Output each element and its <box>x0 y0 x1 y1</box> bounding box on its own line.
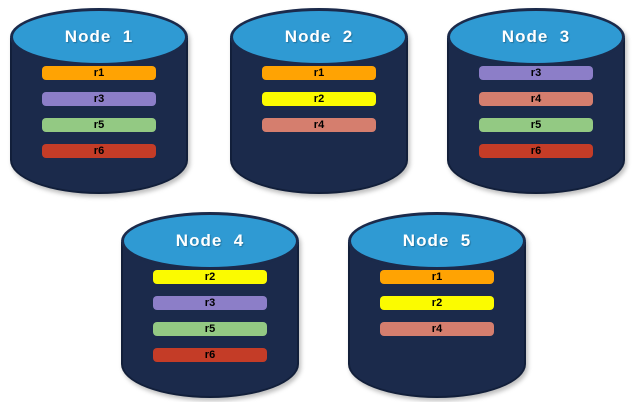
replica-label: r2 <box>431 297 443 309</box>
replica-bar-r3: r3 <box>153 296 267 310</box>
replica-label: r5 <box>204 323 216 335</box>
cylinder-top: Node 5 <box>348 212 526 270</box>
replica-bar-r4: r4 <box>479 92 593 106</box>
replica-list: r1 r2 r4 <box>262 66 376 132</box>
node-title: Node 3 <box>501 27 571 46</box>
node-title: Node 2 <box>284 27 354 46</box>
replica-list: r3 r4 r5 r6 <box>479 66 593 158</box>
node-cylinder-5: Node 5 r1 r2 r4 <box>348 212 526 398</box>
replica-bar-r1: r1 <box>380 270 494 284</box>
node-title: Node 1 <box>64 27 134 46</box>
replica-bar-r3: r3 <box>479 66 593 80</box>
replica-label: r2 <box>313 93 325 105</box>
replica-bar-r3: r3 <box>42 92 156 106</box>
node-cylinder-2: Node 2 r1 r2 r4 <box>230 8 408 194</box>
replica-bar-r2: r2 <box>380 296 494 310</box>
replica-label: r4 <box>313 119 325 131</box>
replica-label: r5 <box>93 119 105 131</box>
node-cylinder-4: Node 4 r2 r3 r5 r6 <box>121 212 299 398</box>
replica-label: r1 <box>431 271 443 283</box>
cylinder-top: Node 1 <box>10 8 188 66</box>
replica-label: r3 <box>93 93 105 105</box>
replica-bar-r6: r6 <box>42 144 156 158</box>
replica-bar-r5: r5 <box>42 118 156 132</box>
node-title: Node 4 <box>175 231 245 250</box>
replica-label: r1 <box>313 67 325 79</box>
replica-label: r3 <box>530 67 542 79</box>
node-cylinder-1: Node 1 r1 r3 r5 r6 <box>10 8 188 194</box>
cylinder-top: Node 3 <box>447 8 625 66</box>
replica-label: r6 <box>530 145 542 157</box>
replica-label: r2 <box>204 271 216 283</box>
cylinder-top: Node 4 <box>121 212 299 270</box>
replica-label: r3 <box>204 297 216 309</box>
replica-bar-r1: r1 <box>42 66 156 80</box>
replica-label: r5 <box>530 119 542 131</box>
replica-bar-r1: r1 <box>262 66 376 80</box>
replica-bar-r5: r5 <box>153 322 267 336</box>
replica-label: r4 <box>530 93 542 105</box>
replica-bar-r4: r4 <box>262 118 376 132</box>
replica-bar-r5: r5 <box>479 118 593 132</box>
replica-label: r6 <box>204 349 216 361</box>
replica-bar-r6: r6 <box>479 144 593 158</box>
node-title: Node 5 <box>402 231 472 250</box>
replica-list: r1 r2 r4 <box>380 270 494 336</box>
replica-bar-r2: r2 <box>153 270 267 284</box>
replica-bar-r6: r6 <box>153 348 267 362</box>
cylinder-top: Node 2 <box>230 8 408 66</box>
replica-label: r4 <box>431 323 443 335</box>
replica-bar-r2: r2 <box>262 92 376 106</box>
replica-label: r6 <box>93 145 105 157</box>
node-cylinder-3: Node 3 r3 r4 r5 r6 <box>447 8 625 194</box>
replica-bar-r4: r4 <box>380 322 494 336</box>
replica-label: r1 <box>93 67 105 79</box>
replica-list: r2 r3 r5 r6 <box>153 270 267 362</box>
replica-list: r1 r3 r5 r6 <box>42 66 156 158</box>
